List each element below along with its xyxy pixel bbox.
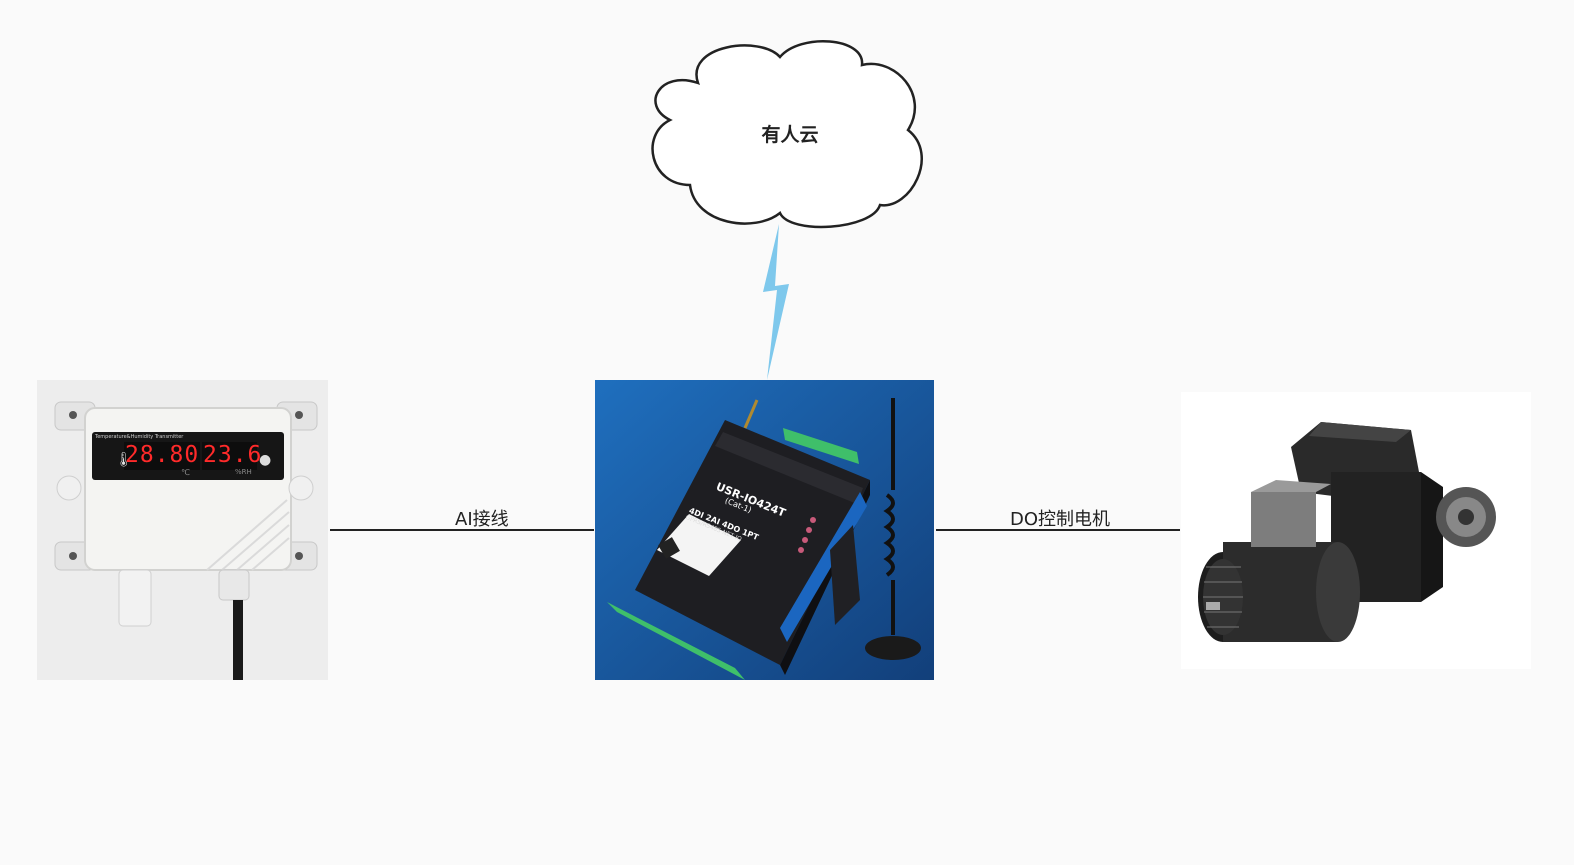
sensor-unit-text: ℃	[181, 468, 190, 477]
gateway-image: USR-IO424T (Cat-1) 4DI 2AI 4DO 1PT GPRS/…	[595, 380, 934, 680]
cloud-icon	[651, 40, 923, 229]
svg-text:●: ●	[259, 452, 271, 468]
svg-text:🌡: 🌡	[115, 452, 133, 468]
motor-image	[1181, 392, 1531, 669]
lightning-icon	[763, 224, 789, 380]
sensor-humidity-readout: 23.6	[203, 442, 263, 468]
sensor-image: 🌡 ● 28.80 23.6 Temperature&Humidity Tran…	[37, 380, 328, 680]
sensor-temperature-readout: 28.80	[125, 442, 200, 468]
sensor-title-text: Temperature&Humidity Transmitter	[95, 434, 184, 440]
do-motor-label: DO控制电机	[1010, 509, 1111, 530]
sensor-brand-text: %RH	[235, 468, 252, 476]
ai-wiring-label: AI接线	[455, 509, 509, 530]
cloud-label: 有人云	[761, 124, 819, 146]
